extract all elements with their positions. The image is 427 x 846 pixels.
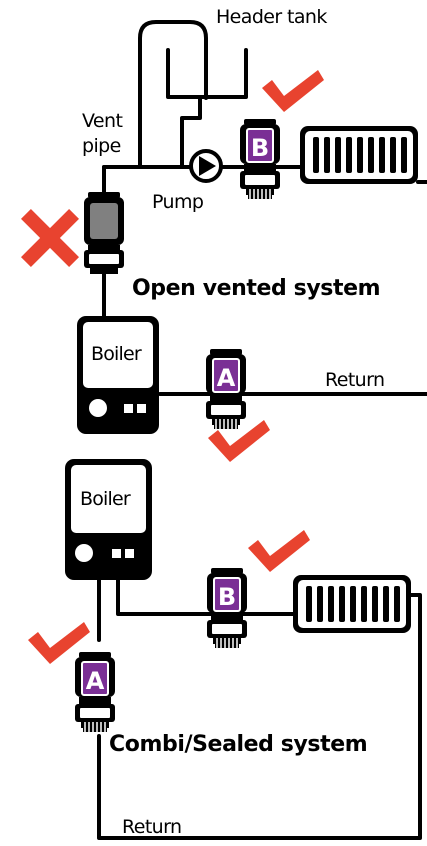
- filter-b-bottom: B: [206, 567, 248, 649]
- radiator-icon: [293, 575, 411, 633]
- unsuitable-filter-icon: [84, 192, 124, 274]
- pump-icon: [189, 149, 223, 183]
- filter-a-top: A: [205, 348, 247, 430]
- boiler-top-label: Boiler: [91, 343, 142, 365]
- boiler-top: [77, 316, 159, 434]
- filter-b-bottom-letter: B: [218, 583, 236, 611]
- radiator-icon: [300, 126, 418, 184]
- boiler-bottom: [65, 459, 152, 580]
- open-vented-system-title: Open vented system: [132, 276, 381, 301]
- filter-a-bottom-letter: A: [86, 667, 105, 695]
- pump-label: Pump: [152, 191, 204, 213]
- return-label-top: Return: [325, 369, 385, 391]
- vent-pipe-label-line1: Vent: [82, 110, 123, 132]
- filter-a-bottom: A: [74, 651, 116, 733]
- vent-pipe-label-line2: pipe: [82, 135, 121, 157]
- check-icon: [248, 530, 310, 572]
- boiler-bottom-label: Boiler: [80, 488, 131, 510]
- return-label-bottom: Return: [122, 816, 182, 838]
- filter-b-top: B: [239, 118, 281, 200]
- filter-a-top-letter: A: [217, 364, 236, 392]
- combi-sealed-system-title: Combi/Sealed system: [109, 732, 368, 757]
- cross-icon: [21, 209, 79, 267]
- filter-b-top-letter: B: [251, 134, 269, 162]
- header-tank-label: Header tank: [216, 6, 327, 28]
- check-icon: [262, 70, 324, 112]
